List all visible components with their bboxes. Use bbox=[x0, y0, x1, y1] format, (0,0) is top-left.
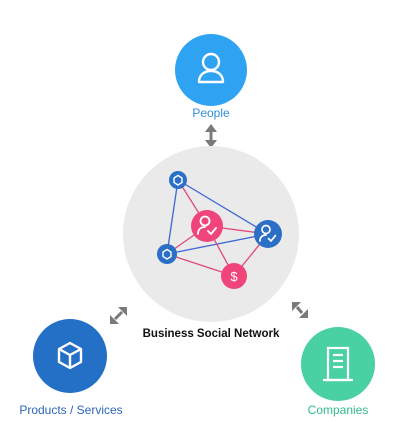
dollar-icon: $ bbox=[230, 269, 238, 284]
cube-icon bbox=[57, 341, 83, 370]
companies-circle bbox=[301, 327, 375, 401]
people-node[interactable] bbox=[175, 34, 247, 106]
companies-label: Companies bbox=[307, 403, 369, 417]
network-node-blue-left bbox=[157, 244, 177, 264]
products-node[interactable] bbox=[33, 319, 107, 393]
products-link-arrow bbox=[110, 307, 127, 324]
companies-link-arrow bbox=[292, 302, 308, 318]
cube-icon bbox=[162, 248, 172, 260]
person-check-icon bbox=[259, 224, 277, 243]
cube-icon bbox=[173, 174, 183, 186]
network-node-blue-right bbox=[254, 220, 282, 248]
network-title: Business Social Network bbox=[142, 328, 280, 340]
people-link-arrow bbox=[205, 124, 217, 148]
building-icon bbox=[323, 346, 353, 382]
network-node-pink-center bbox=[191, 210, 223, 242]
companies-node[interactable] bbox=[301, 327, 375, 401]
person-check-icon bbox=[197, 215, 217, 236]
people-label: People bbox=[192, 106, 230, 120]
network-node-pink-bottom: $ bbox=[221, 263, 247, 289]
person-icon bbox=[197, 52, 225, 84]
products-label: Products / Services bbox=[19, 403, 123, 417]
network-node-blue-top bbox=[169, 171, 187, 189]
